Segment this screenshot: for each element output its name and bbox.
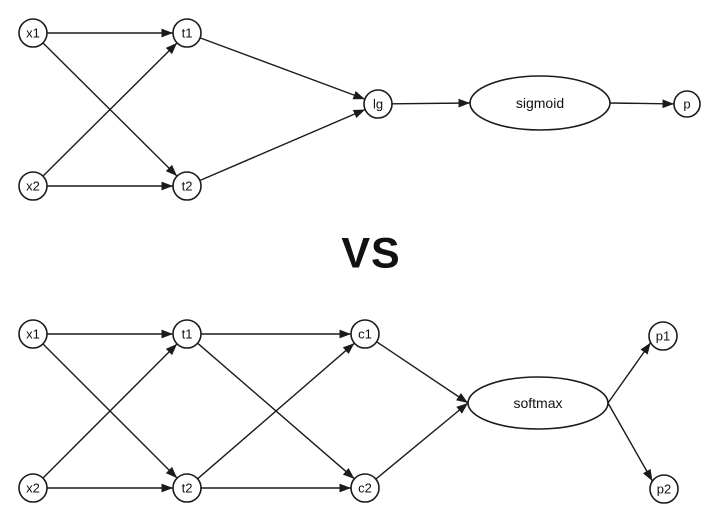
- sigmoid-network-edge-t2-lg: [199, 108, 366, 182]
- softmax-network-node-softmax: softmax: [467, 376, 609, 430]
- softmax-network-edge-c2-softmax: [375, 402, 469, 480]
- sigmoid-network-node-sigmoid: sigmoid: [469, 75, 611, 131]
- sigmoid-network-node-label-p: p: [683, 97, 690, 112]
- softmax-network-node-label-c2: c2: [358, 481, 372, 496]
- softmax-network-node-label-t2: t2: [182, 481, 193, 496]
- softmax-network-node-p1: p1: [648, 321, 678, 351]
- sigmoid-network-node-x1: x1: [18, 18, 48, 48]
- softmax-network-node-c2: c2: [350, 473, 380, 503]
- softmax-network-edge-softmax-p2: [607, 402, 654, 482]
- softmax-network-node-p2: p2: [649, 474, 679, 504]
- softmax-network-node-x1: x1: [18, 319, 48, 349]
- softmax-network-edge-x2-t1: [42, 343, 178, 479]
- softmax-network-node-label-softmax: softmax: [513, 395, 562, 411]
- softmax-network-node-t1: t1: [172, 319, 202, 349]
- sigmoid-network-node-label-lg: lg: [373, 97, 383, 112]
- sigmoid-network-group: x1 x2 t1 t2 lg sigmoid p: [18, 18, 701, 201]
- softmax-network-edge-c1-softmax: [376, 341, 469, 404]
- softmax-network-node-t2: t2: [172, 473, 202, 503]
- sigmoid-network-node-label-t2: t2: [182, 179, 193, 194]
- softmax-network-node-label-c1: c1: [358, 327, 372, 342]
- softmax-network-node-label-p2: p2: [657, 482, 671, 497]
- sigmoid-network-node-label-sigmoid: sigmoid: [516, 95, 564, 111]
- sigmoid-network-node-label-x2: x2: [26, 179, 40, 194]
- softmax-network-group: x1 x2 t1 t2 c1 c2 softmax p1 p2: [18, 319, 679, 504]
- sigmoid-network-node-t2: t2: [172, 171, 202, 201]
- sigmoid-network-node-p: p: [673, 90, 701, 118]
- softmax-network-edge-softmax-p1: [607, 342, 652, 404]
- sigmoid-network-edge-lg-sigmoid: [391, 98, 471, 108]
- vs-label: VS: [341, 229, 400, 277]
- softmax-network-node-label-x1: x1: [26, 327, 40, 342]
- sigmoid-network-edge-x2-t1: [42, 42, 178, 177]
- sigmoid-network-edge-t1-lg: [199, 37, 366, 100]
- softmax-network-node-x2: x2: [18, 473, 48, 503]
- sigmoid-network-node-t1: t1: [172, 18, 202, 48]
- sigmoid-network-node-label-t1: t1: [182, 26, 193, 41]
- softmax-network-node-label-t1: t1: [182, 327, 193, 342]
- softmax-network-node-label-x2: x2: [26, 481, 40, 496]
- sigmoid-network-node-label-x1: x1: [26, 26, 40, 41]
- softmax-network-node-label-p1: p1: [656, 329, 670, 344]
- softmax-network-node-c1: c1: [350, 319, 380, 349]
- sigmoid-network-node-x2: x2: [18, 171, 48, 201]
- sigmoid-network-edge-sigmoid-p: [609, 99, 675, 109]
- sigmoid-network-node-lg: lg: [363, 89, 393, 119]
- softmax-network-edge-t2-c1: [197, 342, 355, 480]
